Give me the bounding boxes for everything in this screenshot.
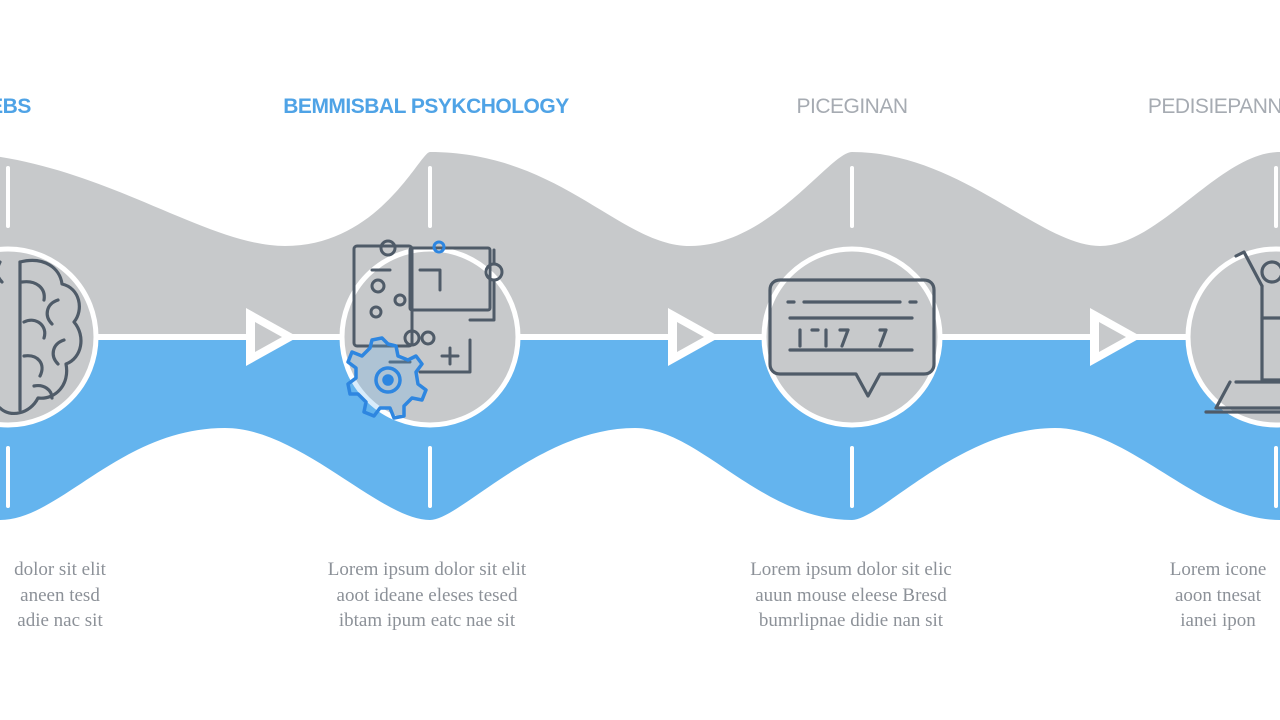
caption-line: aoot ideane eleses tesed: [336, 584, 518, 606]
brain-icon: [0, 258, 83, 416]
raised-arm-figure-icon: [1204, 250, 1280, 414]
arrow-icon: [668, 308, 720, 366]
caption-line: aneen tesd: [20, 584, 100, 606]
caption-line: Lorem ipsum dolor sit elit: [327, 559, 527, 580]
step-1-caption: dolor sit elit aneen tesd adie nac sit: [0, 557, 190, 634]
caption-line: ibtam ipum eatc nae sit: [338, 610, 516, 631]
step-2-caption: Lorem ipsum dolor sit elit aoot ideane e…: [297, 557, 557, 634]
step-3-heading: PICEGINAN: [796, 95, 908, 118]
step-4-caption: Lorem icone aoon tnesat ianei ipon: [1088, 557, 1280, 634]
caption-line: aoon tnesat: [1174, 584, 1261, 606]
step-4-heading: PEDISIEPANN: [1147, 95, 1280, 118]
arrow-icon: [246, 308, 298, 366]
circuit-gear-icon: [352, 239, 504, 374]
step-1-heading: EBS: [0, 95, 31, 118]
caption-line: Lorem icone: [1169, 559, 1267, 580]
caption-line: Lorem ipsum dolor sit elic: [750, 559, 952, 580]
arrow-icon: [1090, 308, 1142, 366]
node-circle: [0, 246, 99, 428]
caption-line: dolor sit elit: [14, 559, 106, 580]
tick-marks: [6, 166, 1278, 508]
caption-line: auun mouse eleese Bresd: [755, 584, 947, 606]
step-3-caption: Lorem ipsum dolor sit elic auun mouse el…: [721, 557, 981, 634]
step-2-heading: BEMMISBAL PSYKCHOLOGY: [283, 95, 569, 118]
caption-line: ianei ipon: [1180, 610, 1256, 631]
node-circle: [761, 246, 943, 428]
speech-bubble-chart-icon: [768, 278, 936, 398]
gear-icon: [346, 336, 428, 420]
caption-line: adie nac sit: [17, 610, 103, 631]
caption-line: bumrlipnae didie nan sit: [758, 610, 944, 631]
gray-band: [0, 152, 1280, 337]
blue-band: [0, 337, 1280, 520]
